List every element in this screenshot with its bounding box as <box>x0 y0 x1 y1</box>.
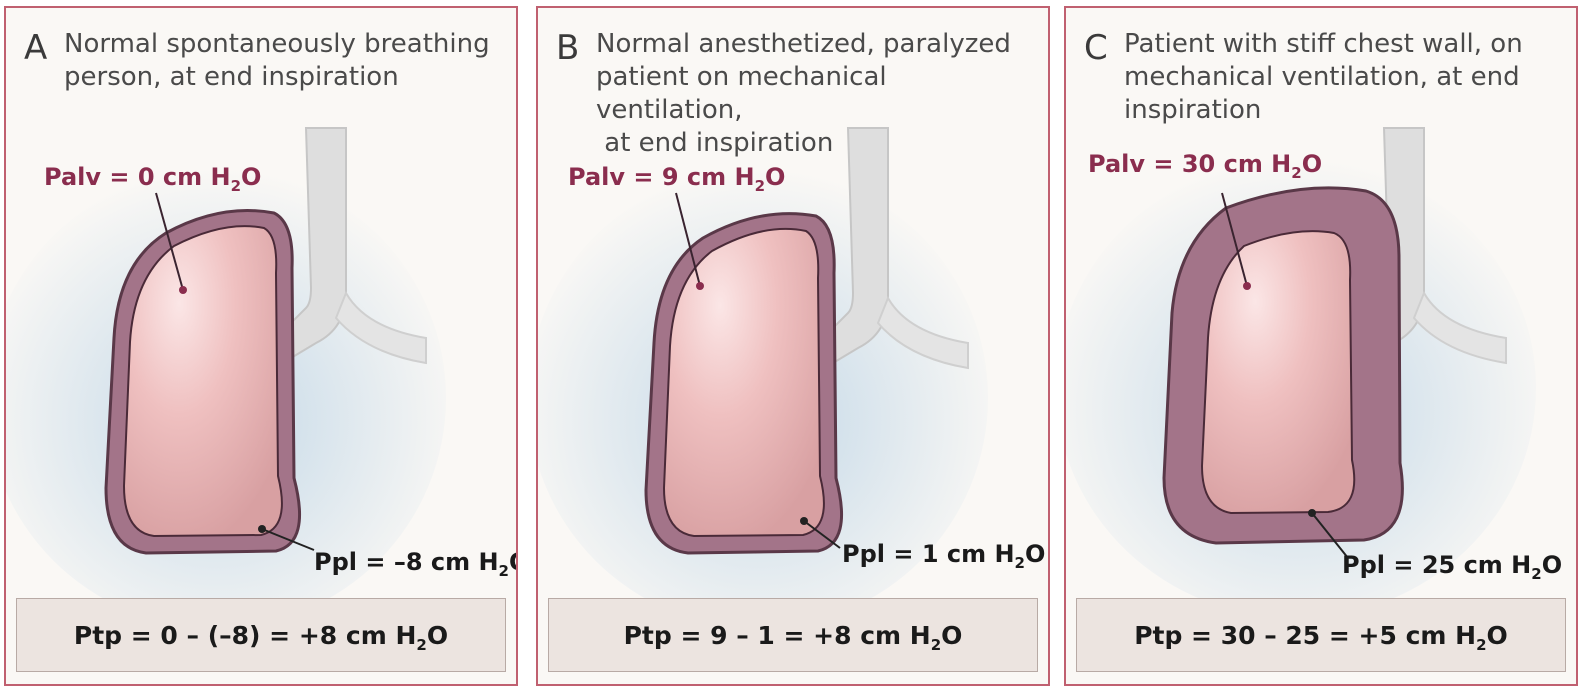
ptp-formula: Ptp = 30 – 25 = +5 cm H2O <box>1134 621 1508 650</box>
caption-line: Normal spontaneously breathing <box>64 28 494 61</box>
palv-label: Palv = 0 cm H2O <box>44 163 261 191</box>
ppl-label: Ppl = 25 cm H2O <box>1342 551 1562 579</box>
transpulmonary-pressure-box: Ptp = 30 – 25 = +5 cm H2O <box>1076 598 1566 672</box>
transpulmonary-pressure-box: Ptp = 9 – 1 = +8 cm H2O <box>548 598 1038 672</box>
ppl-label: Ppl = 1 cm H2O <box>842 540 1045 568</box>
panel-caption: Patient with stiff chest wall, on mechan… <box>1124 28 1554 127</box>
panel-b: B Normal anesthetized, paralyzed patient… <box>536 6 1050 686</box>
panel-caption: Normal spontaneously breathing person, a… <box>64 28 494 94</box>
lung-illustration-a <box>6 8 518 686</box>
ptp-formula: Ptp = 9 – 1 = +8 cm H2O <box>624 621 963 650</box>
caption-line: mechanical ventilation, at end <box>1124 61 1554 94</box>
palv-label: Palv = 9 cm H2O <box>568 163 785 191</box>
panel-caption: Normal anesthetized, paralyzed patient o… <box>596 28 1026 160</box>
panel-letter: A <box>24 28 47 68</box>
palv-label: Palv = 30 cm H2O <box>1088 150 1322 178</box>
transpulmonary-pressure-box: Ptp = 0 – (–8) = +8 cm H2O <box>16 598 506 672</box>
caption-line: at end inspiration <box>596 127 1026 160</box>
panel-letter: C <box>1084 28 1108 68</box>
caption-line: person, at end inspiration <box>64 61 494 94</box>
caption-line: Normal anesthetized, paralyzed <box>596 28 1026 61</box>
panel-c: C Patient with stiff chest wall, on mech… <box>1064 6 1578 686</box>
lung <box>1202 231 1354 513</box>
panel-letter: B <box>556 28 579 68</box>
ptp-formula: Ptp = 0 – (–8) = +8 cm H2O <box>74 621 448 650</box>
ppl-label: Ppl = –8 cm H2O <box>314 548 518 576</box>
caption-line: patient on mechanical ventilation, <box>596 61 1026 127</box>
panel-a: A Normal spontaneously breathing person,… <box>4 6 518 686</box>
caption-line: inspiration <box>1124 94 1554 127</box>
caption-line: Patient with stiff chest wall, on <box>1124 28 1554 61</box>
